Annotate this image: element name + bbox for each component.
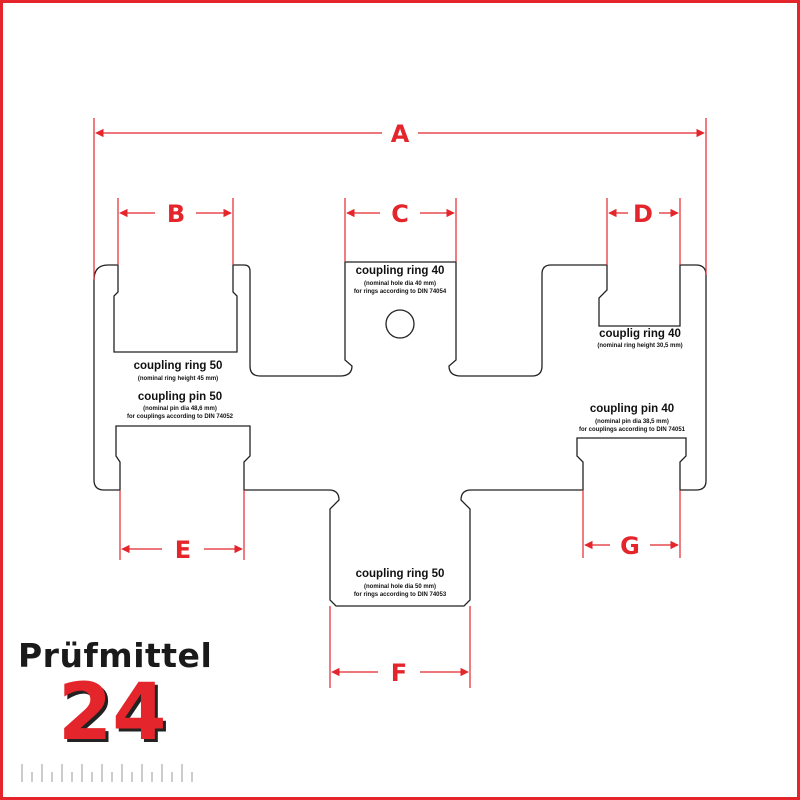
dim-label-g: G [620,532,640,560]
dimension-c: C [344,198,457,262]
pin50-left-line2: for couplings according to DIN 74052 [127,414,234,420]
dimension-g: G [582,490,681,560]
ring50-bottom-line2: for rings according to DIN 74053 [354,592,447,598]
pin50-left-title: coupling pin 50 [138,391,222,403]
ring50-bottom-line1: (nominal hole dia 50 mm) [364,584,436,590]
ring40-top-title: coupling ring 40 [356,265,445,277]
label-pin40-right: coupling pin 40 (nominal pin dia 38,5 mm… [579,403,686,433]
dim-label-e: E [175,536,191,564]
ruler-ticks-icon [21,764,193,782]
label-ring40-top: coupling ring 40 (nominal hole dia 40 mm… [354,265,447,295]
label-pin50-left: coupling pin 50 (nominal pin dia 48,6 mm… [127,391,234,420]
gauge-outline [93,261,707,607]
hole-40 [385,309,415,339]
pin40-right-line1: (nominal pin dia 38,5 mm) [595,419,669,425]
ring40-right-line1: (nominal ring height 30,5 mm) [597,343,682,349]
logo-number: 24 [58,668,167,758]
pruefmittel24-logo: Prüfmittel 24 [18,636,212,786]
label-ring40-right: couplig ring 40 (nominal ring height 30,… [597,328,682,349]
dim-label-c: C [391,200,409,228]
logo-name: Prüfmittel [18,636,213,675]
label-ring50-bottom: coupling ring 50 (nominal hole dia 50 mm… [354,568,447,598]
pin40-right-line2: for couplings according to DIN 74051 [579,427,686,433]
dimension-f: F [329,606,471,688]
dim-label-b: B [167,200,185,228]
dim-label-d: D [633,200,653,228]
ring40-top-line2: for rings according to DIN 74054 [354,289,447,295]
pin50-left-line1: (nominal pin dia 48,6 mm) [143,406,217,412]
ring50-left-title: coupling ring 50 [134,360,223,372]
ring40-right-title: couplig ring 40 [599,328,681,340]
ring50-left-line1: (nominal ring height 45 mm) [138,376,218,382]
ring50-bottom-title: coupling ring 50 [356,568,445,580]
dimension-b: B [117,198,234,265]
dimension-a: A [93,118,707,280]
ring40-top-line1: (nominal hole dia 40 mm) [364,281,436,287]
label-ring50-left: coupling ring 50 (nominal ring height 45… [134,360,223,382]
dim-label-f: F [391,659,407,687]
pin40-right-title: coupling pin 40 [590,403,674,415]
dimension-e: E [119,490,245,564]
dim-label-a: A [391,120,410,148]
dimension-d: D [606,198,681,265]
